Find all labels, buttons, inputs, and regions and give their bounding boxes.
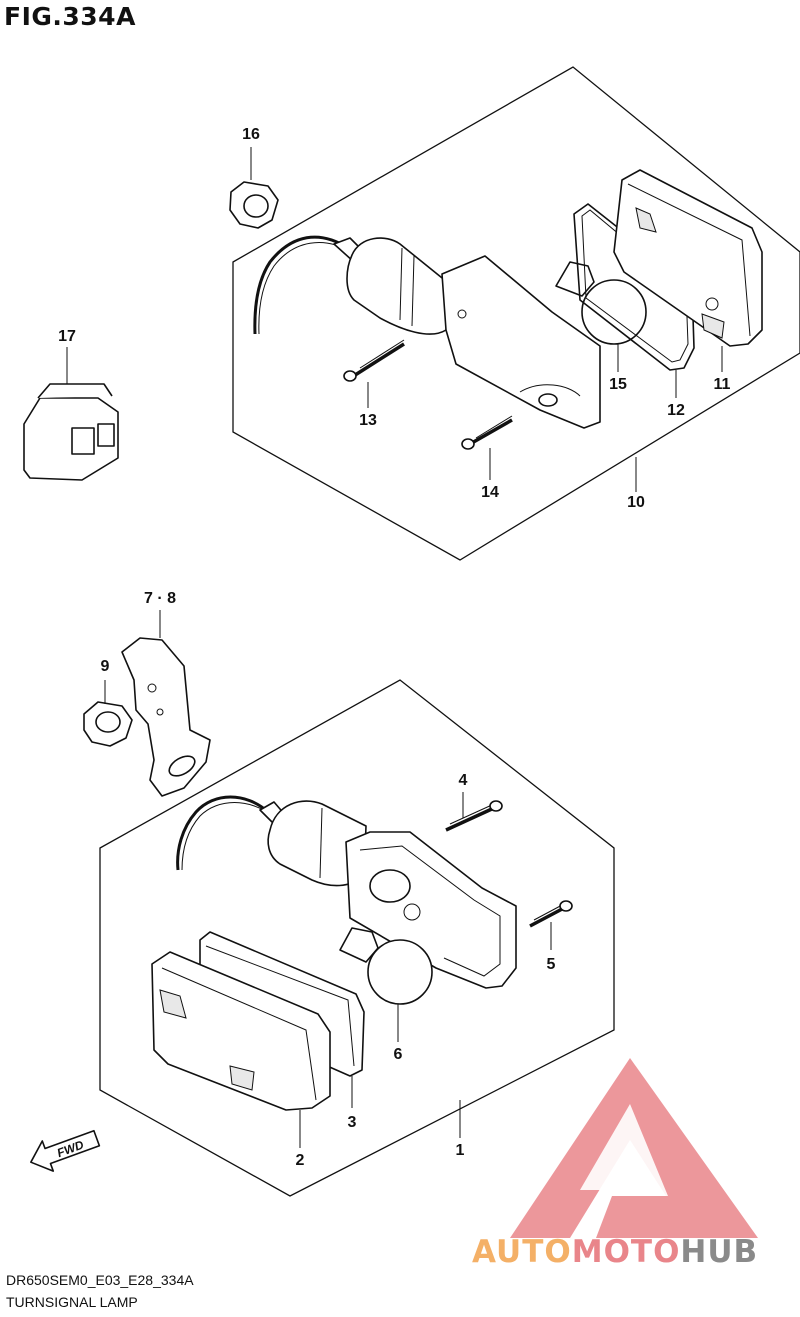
callout-6: 6 xyxy=(393,1046,403,1063)
drawing-code: DR650SEM0_E03_E28_334A xyxy=(6,1272,194,1288)
fwd-arrow-icon: FWD xyxy=(30,1129,101,1172)
part-11-lens xyxy=(613,169,763,372)
callout-16: 16 xyxy=(242,126,260,143)
part-16-nut xyxy=(229,147,279,229)
callout-13: 13 xyxy=(359,412,377,429)
assembly-1-outline xyxy=(99,679,615,1197)
part-13-screw xyxy=(343,339,405,408)
callout-17: 17 xyxy=(58,328,76,345)
callout-12: 12 xyxy=(667,402,685,419)
part-12-gasket xyxy=(573,203,695,398)
callout-10: 10 xyxy=(627,494,645,511)
callout-9: 9 xyxy=(100,658,110,675)
callout-1: 1 xyxy=(455,1142,465,1159)
watermark-hub: HUB xyxy=(680,1234,759,1270)
callout-11: 11 xyxy=(713,376,731,393)
part-4-screw xyxy=(445,792,503,832)
part-14-screw xyxy=(461,415,513,480)
part-7-8-bracket xyxy=(121,610,211,797)
callout-3: 3 xyxy=(347,1114,357,1131)
part-10-housing xyxy=(253,235,637,492)
callout-4: 4 xyxy=(458,772,468,789)
watermark-text: AUTOMOTOHUB xyxy=(472,1234,758,1270)
part-5-screw xyxy=(529,900,573,950)
callout-15: 15 xyxy=(609,376,627,393)
callout-5: 5 xyxy=(546,956,556,973)
callout-14: 14 xyxy=(481,484,499,501)
part-6-bulb xyxy=(339,927,433,1042)
assembly-10-outline xyxy=(232,66,800,561)
part-17-connector xyxy=(23,347,119,481)
watermark-moto: MOTO xyxy=(571,1234,681,1270)
figure-title: FIG.334A xyxy=(4,2,136,31)
watermark-triangle-logo xyxy=(510,1058,758,1238)
part-2-lens xyxy=(151,951,331,1148)
diagram-caption: TURNSIGNAL LAMP xyxy=(6,1294,138,1310)
watermark-auto: AUTO xyxy=(472,1234,572,1270)
callout-2: 2 xyxy=(295,1152,305,1169)
callout-7-8: 7 · 8 xyxy=(143,590,176,607)
part-9-nut xyxy=(83,680,133,747)
part-1-housing xyxy=(176,795,517,989)
